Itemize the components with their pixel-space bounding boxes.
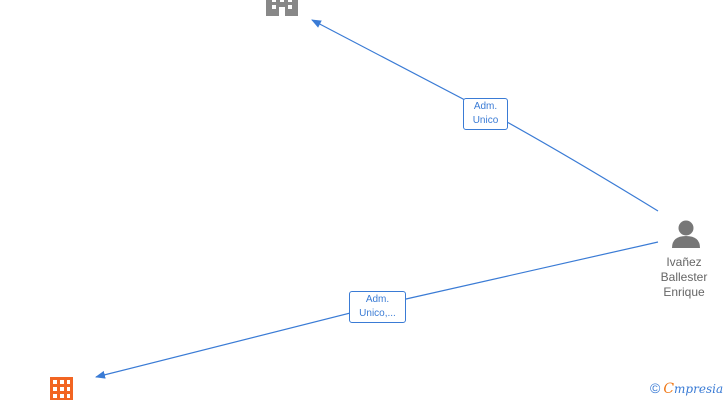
- empresia-watermark: ©Cmpresia: [650, 380, 723, 397]
- person-name-label[interactable]: Ivañez Ballester Enrique: [648, 255, 720, 300]
- person-name-line: Ivañez: [666, 255, 702, 269]
- building-icon[interactable]: [266, 0, 298, 16]
- edge-line-top-company: [311, 19, 659, 212]
- edge-line-bottom-company: [95, 241, 659, 379]
- edge-label-line: Adm.: [473, 101, 498, 112]
- brand-name: mpresia: [674, 382, 724, 396]
- edge-label-line: Unico: [472, 115, 499, 126]
- edge-label-bottom[interactable]: Adm. Unico,...: [349, 291, 406, 323]
- copyright-symbol: ©: [650, 380, 661, 396]
- building-icon[interactable]: [50, 377, 73, 400]
- person-name-line: Ballester: [660, 270, 708, 284]
- person-icon[interactable]: [672, 220, 700, 249]
- brand-initial: C: [663, 381, 675, 397]
- edge-label-line: Unico,...: [359, 308, 396, 319]
- person-name-line: Enrique: [663, 285, 705, 299]
- edge-label-top[interactable]: Adm. Unico: [463, 98, 508, 130]
- edge-label-line: Adm.: [365, 294, 390, 305]
